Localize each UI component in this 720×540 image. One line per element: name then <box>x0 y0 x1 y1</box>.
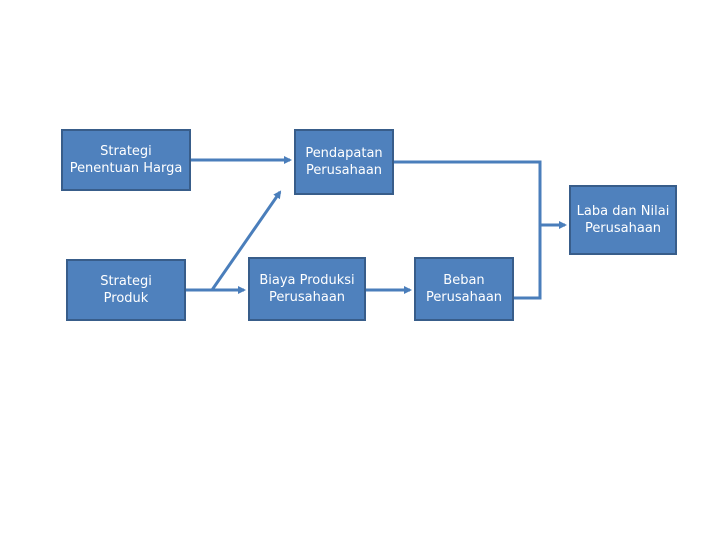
pendapatan-perusahaan-label: Pendapatan Perusahaan <box>305 146 383 178</box>
beban-perusahaan-label: Beban Perusahaan <box>425 273 503 305</box>
strategi-produk-node: Strategi Produk <box>66 259 186 321</box>
laba-dan-nilai-label: Laba dan Nilai Perusahaan <box>576 204 670 236</box>
biaya-produksi-node: Biaya Produksi Perusahaan <box>248 257 366 321</box>
pendapatan-perusahaan-node: Pendapatan Perusahaan <box>294 129 394 195</box>
biaya-produksi-label: Biaya Produksi Perusahaan <box>259 273 355 305</box>
strategi-produk-label: Strategi Produk <box>100 274 152 306</box>
arrow-pendapatan-to-laba <box>394 160 567 229</box>
strategi-penentuan-harga-label: Strategi Penentuan Harga <box>69 144 183 176</box>
beban-perusahaan-node: Beban Perusahaan <box>414 257 514 321</box>
connector-beban-to-laba <box>514 225 542 300</box>
strategi-penentuan-harga-node: Strategi Penentuan Harga <box>61 129 191 191</box>
laba-dan-nilai-node: Laba dan Nilai Perusahaan <box>569 185 677 255</box>
